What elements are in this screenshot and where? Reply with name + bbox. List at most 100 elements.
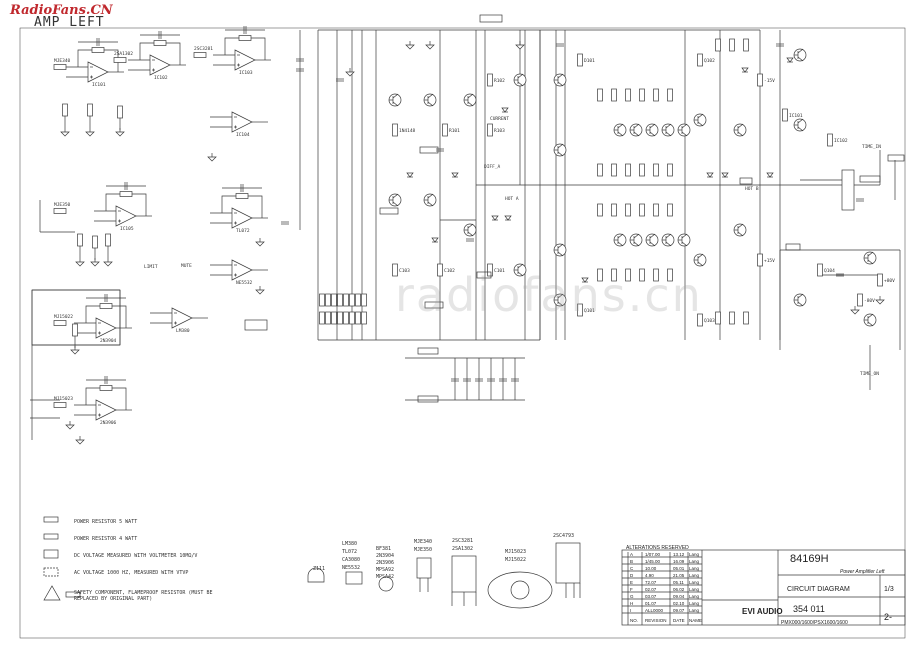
component-label: D101	[584, 58, 595, 64]
alt-footer-date: DATE	[673, 618, 685, 623]
resistor	[319, 311, 325, 325]
diode	[431, 237, 439, 243]
resistor	[625, 268, 631, 282]
resistor	[667, 203, 673, 217]
op-amp	[115, 205, 137, 227]
diode	[501, 107, 509, 113]
capacitor	[499, 378, 507, 382]
component-label: 2SA1302	[114, 51, 133, 57]
resistor	[92, 235, 98, 249]
resistor	[782, 108, 788, 122]
component-label: IC101	[92, 82, 106, 88]
component-label: MJE340	[54, 58, 71, 64]
diode	[581, 277, 589, 283]
resistor	[653, 268, 659, 282]
diode	[451, 172, 459, 178]
alteration-cell: Lang	[689, 559, 700, 564]
capacitor	[856, 198, 864, 202]
alteration-cell: 03.07	[645, 594, 657, 599]
ground-symbol	[85, 128, 95, 137]
transistor	[513, 73, 527, 87]
alteration-cell: 4.90	[645, 573, 654, 578]
resistor	[487, 123, 493, 137]
resistor	[757, 73, 763, 87]
capacitor	[336, 78, 344, 82]
resistor	[361, 311, 367, 325]
transistor	[629, 123, 643, 137]
flameproof-resistor-symbol	[65, 591, 81, 598]
component-label: C102	[444, 268, 455, 274]
component-label: HOT A	[505, 196, 519, 202]
section-box	[31, 289, 121, 346]
op-amp	[171, 307, 193, 329]
alteration-cell: 09.04	[673, 594, 685, 599]
net-flag	[785, 243, 801, 251]
transistor	[863, 313, 877, 327]
resistor	[715, 38, 721, 52]
resistor	[53, 320, 67, 326]
transistor	[423, 193, 437, 207]
op-amp	[87, 61, 109, 83]
alteration-cell: I	[630, 608, 632, 613]
net-flag	[244, 319, 268, 331]
alteration-cell: A	[630, 552, 634, 557]
alteration-cell: Lang	[689, 587, 700, 592]
component-label: 2SC3281	[194, 46, 213, 52]
alteration-cell: B	[630, 559, 634, 564]
capacitor	[104, 294, 108, 302]
title-block-frame	[621, 549, 906, 626]
resistor	[62, 103, 68, 117]
legend-item: POWER RESISTOR 5 WATT	[74, 519, 138, 525]
dip8-package	[345, 571, 363, 585]
diode	[706, 172, 714, 178]
resistor	[355, 293, 361, 307]
resistor	[392, 263, 398, 277]
ground-symbol	[875, 296, 885, 305]
alterations-header: ALTERATIONS RESERVED	[626, 545, 689, 551]
transistor	[793, 118, 807, 132]
model-list: PMX000/1600/PSX1600/1600	[781, 620, 848, 626]
resistor	[113, 57, 127, 63]
resistor	[437, 263, 443, 277]
resistor	[361, 293, 367, 307]
capacitor	[281, 221, 289, 225]
alteration-cell: 01.07	[645, 601, 657, 606]
capacitor	[466, 238, 474, 242]
resistor	[729, 311, 735, 325]
component-label: R103	[494, 128, 505, 134]
component-label: MJE350	[54, 202, 71, 208]
resistor	[611, 203, 617, 217]
legend-item: SAFETY COMPONENT, FLAMEPROOF RESISTOR (M…	[74, 590, 213, 602]
to3p-package	[451, 555, 477, 593]
component-label: Q104	[824, 268, 835, 274]
watermark: radiofans.cn	[395, 268, 703, 322]
alteration-cell: 16.09	[673, 559, 685, 564]
transistor	[733, 223, 747, 237]
alteration-cell: 09.07	[673, 608, 685, 613]
site-logo: RadioFans.CN	[10, 3, 113, 18]
component-label: TIME_ON	[860, 371, 879, 377]
transistor	[693, 253, 707, 267]
transistor	[645, 123, 659, 137]
ground-symbol	[103, 258, 113, 267]
component-label: TL072	[236, 228, 250, 234]
resistor	[625, 88, 631, 102]
sheet-border	[19, 27, 906, 639]
resistor	[343, 293, 349, 307]
alteration-cell: 06.02	[673, 587, 685, 592]
ground-symbol	[425, 41, 435, 50]
drawing-subtitle: Power Amplifier Left	[840, 569, 885, 575]
ac-voltage-symbol	[43, 567, 59, 577]
resistor	[577, 53, 583, 67]
resistor	[625, 203, 631, 217]
resistor	[597, 163, 603, 177]
part-number: 84169H	[790, 553, 829, 565]
component-label: 2N3904	[100, 338, 117, 344]
component-label: R102	[494, 78, 505, 84]
ground-symbol	[515, 41, 525, 50]
capacitor	[475, 378, 483, 382]
transistor	[629, 233, 643, 247]
capacitor	[104, 376, 108, 384]
